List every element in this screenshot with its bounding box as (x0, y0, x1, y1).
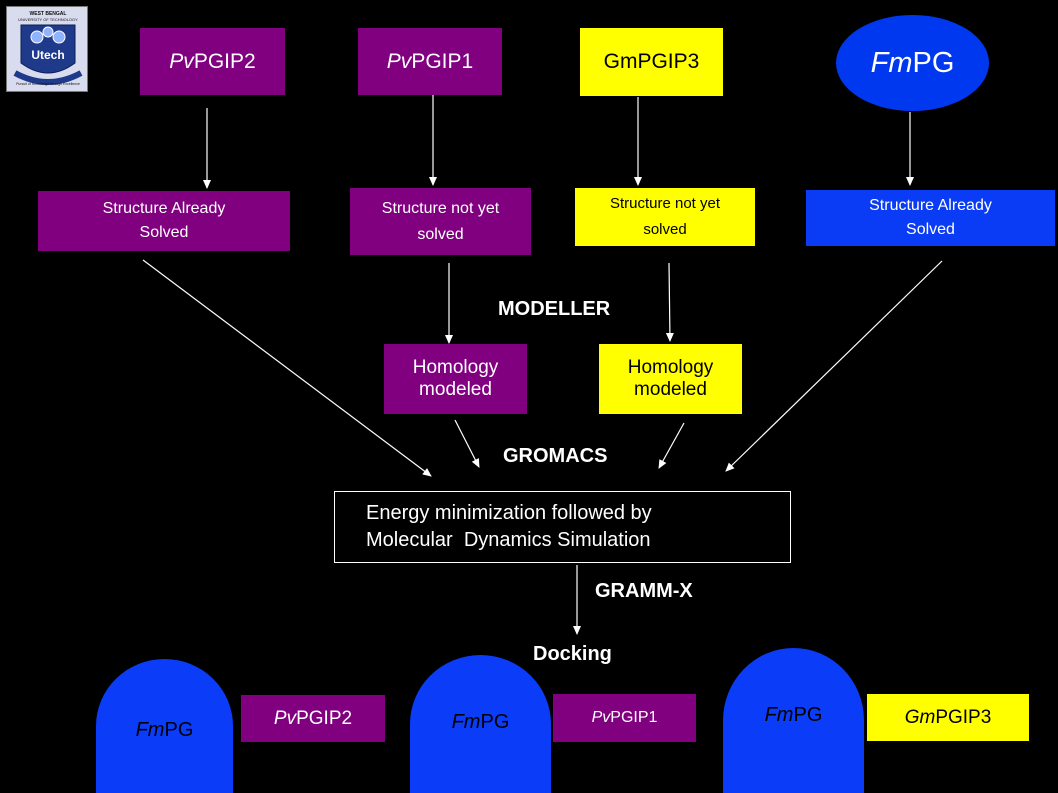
simulation-line1: Energy minimization followed by (366, 502, 652, 524)
complex-3-partner-label: PGIP3 (935, 706, 992, 728)
complex-2-partner-label: PGIP1 (610, 709, 658, 726)
complex-1-partner-label: PGIP2 (296, 707, 353, 729)
fmpg-ellipse: FmPG (836, 15, 989, 111)
complex-2-fmpg-label: PG (480, 710, 510, 733)
homology-right-line2: modeled (634, 379, 707, 400)
complex-3-fmpg-circle: FmPG (723, 648, 864, 793)
arrow-homology-right-simulation (658, 422, 685, 469)
pvpgip2-status-box: Structure Already Solved (38, 191, 290, 251)
university-logo: WEST BENGAL UNIVERSITY OF TECHNOLOGY Ute… (6, 6, 88, 92)
fmpg-status-box: Structure Already Solved (806, 190, 1055, 246)
pvpgip2-status-line1: Structure Already (102, 200, 226, 217)
fmpg-status-line2: Solved (906, 221, 955, 238)
pvpgip2-box: PvPGIP2 (140, 28, 285, 95)
gramm-x-label: GRAMM-X (595, 580, 693, 602)
pvpgip2-status-line2: Solved (139, 224, 189, 241)
pvpgip1-italic: Pv (386, 49, 412, 73)
logo-header: WEST BENGAL (30, 11, 67, 17)
arrow-homology-left-simulation (454, 419, 480, 468)
simulation-box: Energy minimization followed by Molecula… (334, 491, 791, 563)
complex-1-fmpg-circle: FmPG (96, 659, 233, 793)
gmpgip3-status-box: Structure not yet solved (575, 188, 755, 246)
homology-right-box: Homology modeled (599, 344, 742, 414)
pvpgip1-status-line2: solved (417, 225, 464, 243)
complex-3-fmpg-label: PG (793, 704, 823, 726)
complex-2-partner-box: PvPGIP1 (553, 694, 696, 742)
docking-label: Docking (533, 643, 612, 665)
homology-left-line1: Homology (412, 357, 499, 378)
complex-2-fmpg-italic: Fm (451, 710, 481, 733)
gmpgip3-status-line1: Structure not yet (609, 195, 721, 212)
complex-1-fmpg-label: PG (164, 718, 194, 741)
arrow-solved-left-simulation (142, 259, 432, 477)
arrow-solved-right-simulation (725, 260, 943, 472)
fmpg-label: PG (912, 46, 955, 79)
gromacs-label: GROMACS (503, 445, 608, 467)
complex-1-partner-italic: Pv (273, 707, 297, 729)
complex-2-partner-italic: Pv (591, 709, 611, 726)
fmpg-italic: Fm (870, 46, 913, 79)
gmpgip3-box: GmPGIP3 (580, 28, 723, 96)
pvpgip1-status-line1: Structure not yet (381, 199, 500, 217)
complex-3-partner-box: GmPGIP3 (867, 694, 1029, 741)
complex-1-partner-box: PvPGIP2 (241, 695, 385, 742)
pvpgip1-box: PvPGIP1 (358, 28, 502, 95)
logo-name: Utech (31, 48, 64, 62)
homology-right-line1: Homology (627, 357, 714, 378)
complex-1-fmpg-italic: Fm (135, 718, 165, 741)
complex-2-fmpg-circle: FmPG (410, 655, 551, 793)
logo-subheader: UNIVERSITY OF TECHNOLOGY (18, 17, 78, 22)
pvpgip1-status-box: Structure not yet solved (350, 188, 531, 255)
gmpgip3-label: GmPGIP3 (603, 50, 700, 73)
complex-3-partner-italic: Gm (904, 706, 936, 728)
pvpgip2-italic: Pv (169, 49, 194, 73)
arrow-gmpgip3-homology (665, 262, 674, 342)
logo-emblem-icon: WEST BENGAL UNIVERSITY OF TECHNOLOGY Ute… (7, 7, 87, 91)
complex-3-fmpg-italic: Fm (764, 704, 794, 726)
simulation-line2: Molecular Dynamics Simulation (366, 529, 651, 551)
logo-motto: Pursuit of Knowledge through Excellence (16, 82, 80, 86)
modeller-label: MODELLER (498, 298, 611, 320)
pvpgip2-label: PGIP2 (193, 49, 256, 73)
fmpg-status-line1: Structure Already (869, 197, 992, 214)
gmpgip3-status-line2: solved (643, 221, 687, 238)
pvpgip1-label: PGIP1 (411, 49, 474, 73)
homology-left-line2: modeled (419, 379, 492, 400)
homology-left-box: Homology modeled (384, 344, 527, 414)
